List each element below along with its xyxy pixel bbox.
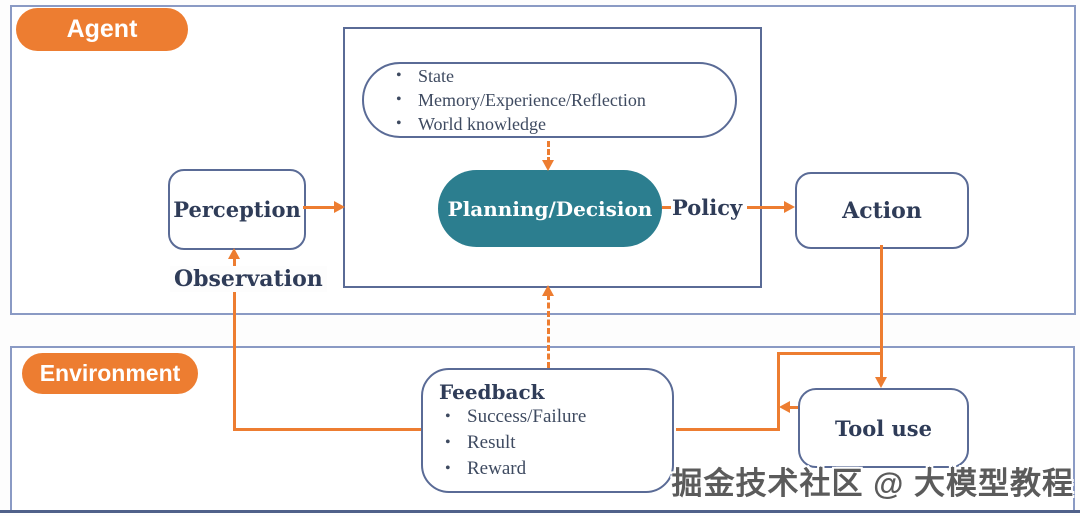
feedback-item-success: Success/Failure [439, 404, 672, 430]
perception-node: Perception [168, 169, 306, 250]
agent-section-label: Agent [16, 8, 188, 51]
feedback-title: Feedback [439, 380, 545, 404]
edge-feedback-to-planning-dashed [547, 294, 550, 368]
observation-edge-label: Observation [170, 266, 327, 292]
edge-action-branch-horizontal [777, 352, 883, 355]
perception-label: Perception [173, 197, 301, 222]
edge-planning-to-policy-line [662, 206, 671, 209]
planning-decision-node: Planning/Decision [438, 170, 662, 247]
edge-policy-to-action-arrowhead [784, 201, 795, 213]
tool-use-label: Tool use [835, 415, 932, 441]
watermark-text: 掘金技术社区 @ 大模型教程 [671, 466, 1074, 501]
feedback-item-result: Result [439, 430, 672, 456]
feedback-list: Success/Failure Result Reward [439, 404, 672, 482]
action-node: Action [795, 172, 969, 249]
edge-action-to-tooluse-arrowhead [875, 377, 887, 388]
edge-tooluse-to-feedback-arrowhead [779, 401, 790, 413]
knowledge-capsule: State Memory/Experience/Reflection World… [362, 62, 737, 138]
edge-observation-to-perception-arrowhead [228, 248, 240, 259]
edge-perception-to-planning-line [303, 206, 336, 209]
edge-tooluse-to-feedback-line [789, 406, 798, 409]
edge-observation-vertical [233, 258, 236, 431]
knowledge-item-world: World knowledge [390, 112, 735, 136]
feedback-item-reward: Reward [439, 456, 672, 482]
environment-section-label: Environment [22, 353, 198, 394]
knowledge-list: State Memory/Experience/Reflection World… [390, 64, 735, 136]
agent-section-label-text: Agent [66, 15, 138, 43]
bottom-divider-line [0, 510, 1080, 513]
action-label: Action [842, 197, 922, 224]
knowledge-item-memory: Memory/Experience/Reflection [390, 88, 735, 112]
tool-use-node: Tool use [798, 388, 969, 468]
feedback-node: Feedback Success/Failure Result Reward [421, 368, 674, 493]
edge-feedback-to-planning-arrowhead [542, 285, 554, 296]
policy-edge-label: Policy [672, 195, 743, 220]
edge-knowledge-to-planning-dashed [547, 141, 550, 163]
edge-branch-to-feedback-line [676, 428, 780, 431]
planning-decision-label: Planning/Decision [447, 196, 653, 221]
edge-feedback-to-observation-line [233, 428, 421, 431]
environment-section-label-text: Environment [39, 360, 181, 386]
edge-branch-vertical [777, 352, 780, 431]
edge-perception-to-planning-arrowhead [334, 201, 345, 213]
knowledge-item-state: State [390, 64, 735, 88]
edge-knowledge-to-planning-arrowhead [542, 160, 554, 171]
edge-policy-to-action-line [747, 206, 787, 209]
edge-action-to-tooluse-line [880, 245, 883, 383]
